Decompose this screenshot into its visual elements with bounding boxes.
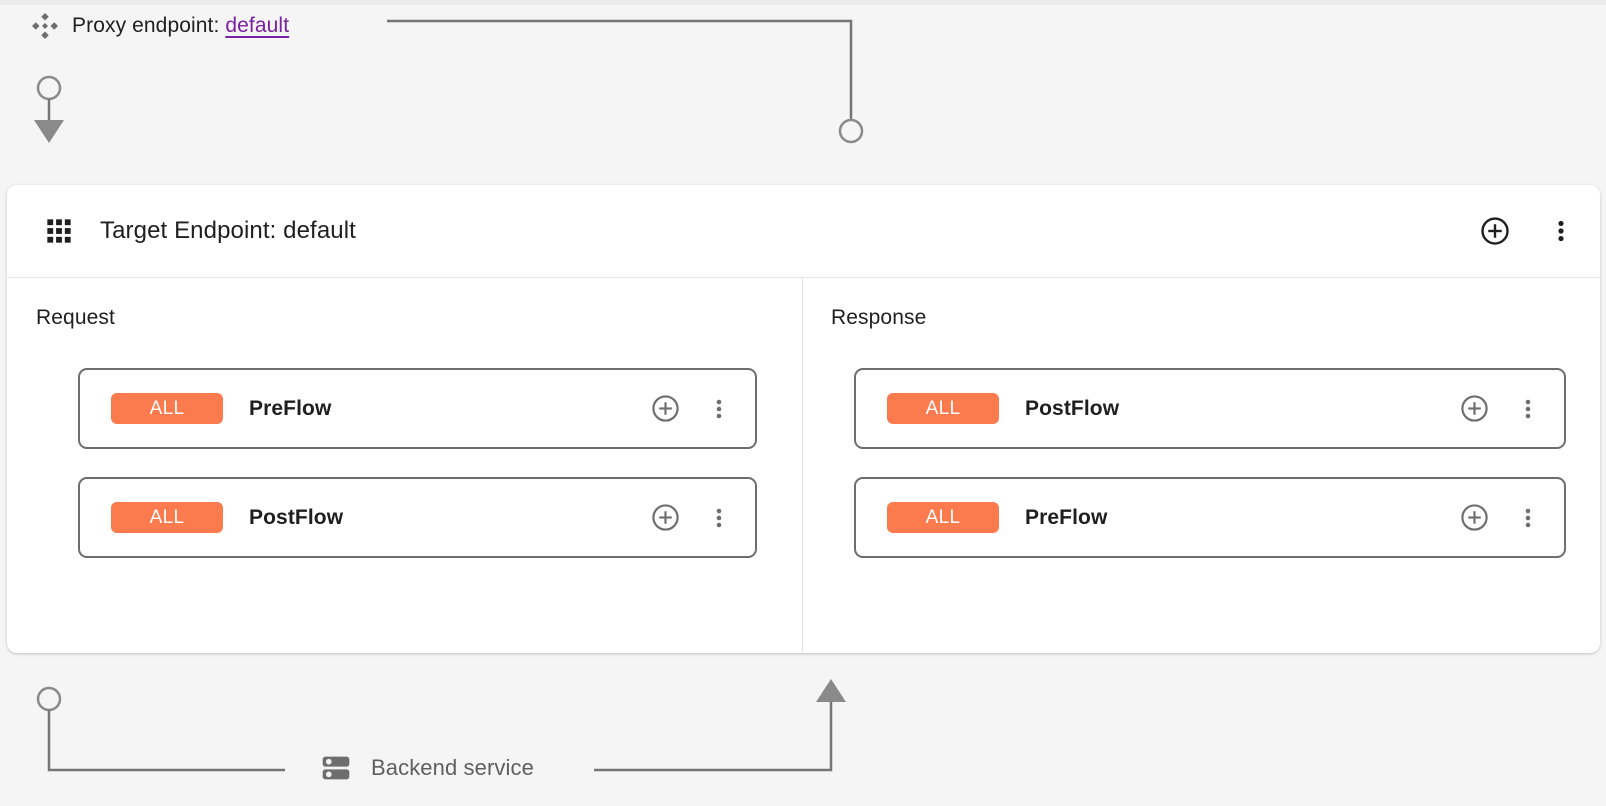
top-strip <box>0 0 1606 5</box>
more-options-icon[interactable] <box>703 393 735 425</box>
add-icon[interactable] <box>1458 393 1490 425</box>
flow-columns: Request ALL PreFlow <box>7 278 1600 652</box>
more-options-icon[interactable] <box>1512 502 1544 534</box>
request-column: Request ALL PreFlow <box>7 278 802 652</box>
backend-service-node[interactable]: Backend service <box>320 752 534 784</box>
flow-badge: ALL <box>111 393 223 424</box>
request-column-title: Request <box>36 306 115 329</box>
flow-badge: ALL <box>111 502 223 533</box>
more-options-icon[interactable] <box>1512 393 1544 425</box>
proxy-endpoint-link[interactable]: default <box>225 14 290 37</box>
target-endpoint-card: Target Endpoint: default <box>7 185 1600 653</box>
backend-service-label: Backend service <box>371 755 534 780</box>
flow-row[interactable]: ALL PreFlow <box>854 477 1566 558</box>
flow-name: PreFlow <box>1025 505 1108 529</box>
proxy-endpoint-header: Proxy endpoint: default <box>30 5 289 47</box>
flow-name: PreFlow <box>249 396 332 420</box>
request-flow-list: ALL PreFlow <box>78 368 757 586</box>
flow-badge: ALL <box>887 393 999 424</box>
add-icon[interactable] <box>1458 502 1490 534</box>
add-icon[interactable] <box>649 393 681 425</box>
column-divider <box>802 278 803 652</box>
grid-dots-icon <box>45 217 73 245</box>
flow-row-actions <box>1458 502 1544 534</box>
response-column-title: Response <box>831 306 927 329</box>
backend-response-connector <box>594 679 846 772</box>
flow-row[interactable]: ALL PostFlow <box>78 477 757 558</box>
flow-row[interactable]: ALL PreFlow <box>78 368 757 449</box>
server-rack-icon <box>320 752 352 784</box>
diamond-cluster-icon <box>30 11 60 41</box>
flow-row-actions <box>649 393 735 425</box>
target-endpoint-header: Target Endpoint: default <box>7 185 1600 278</box>
flow-badge: ALL <box>887 502 999 533</box>
proxy-request-connector <box>34 75 64 143</box>
response-flow-list: ALL PostFlow <box>854 368 1566 586</box>
add-icon[interactable] <box>1478 214 1512 248</box>
flow-name: PostFlow <box>1025 396 1120 420</box>
response-column: Response ALL PostFlow <box>803 278 1600 652</box>
more-options-icon[interactable] <box>703 502 735 534</box>
proxy-endpoint-text: Proxy endpoint: default <box>72 14 289 38</box>
proxy-target-connector <box>387 19 864 144</box>
proxy-endpoint-label: Proxy endpoint: <box>72 14 220 37</box>
target-endpoint-title: Target Endpoint: default <box>100 217 356 244</box>
flow-row-actions <box>649 502 735 534</box>
more-options-icon[interactable] <box>1544 214 1578 248</box>
flow-row-actions <box>1458 393 1544 425</box>
flow-name: PostFlow <box>249 505 344 529</box>
flow-row[interactable]: ALL PostFlow <box>854 368 1566 449</box>
add-icon[interactable] <box>649 502 681 534</box>
target-endpoint-actions <box>1478 214 1578 248</box>
backend-request-connector <box>36 686 285 772</box>
